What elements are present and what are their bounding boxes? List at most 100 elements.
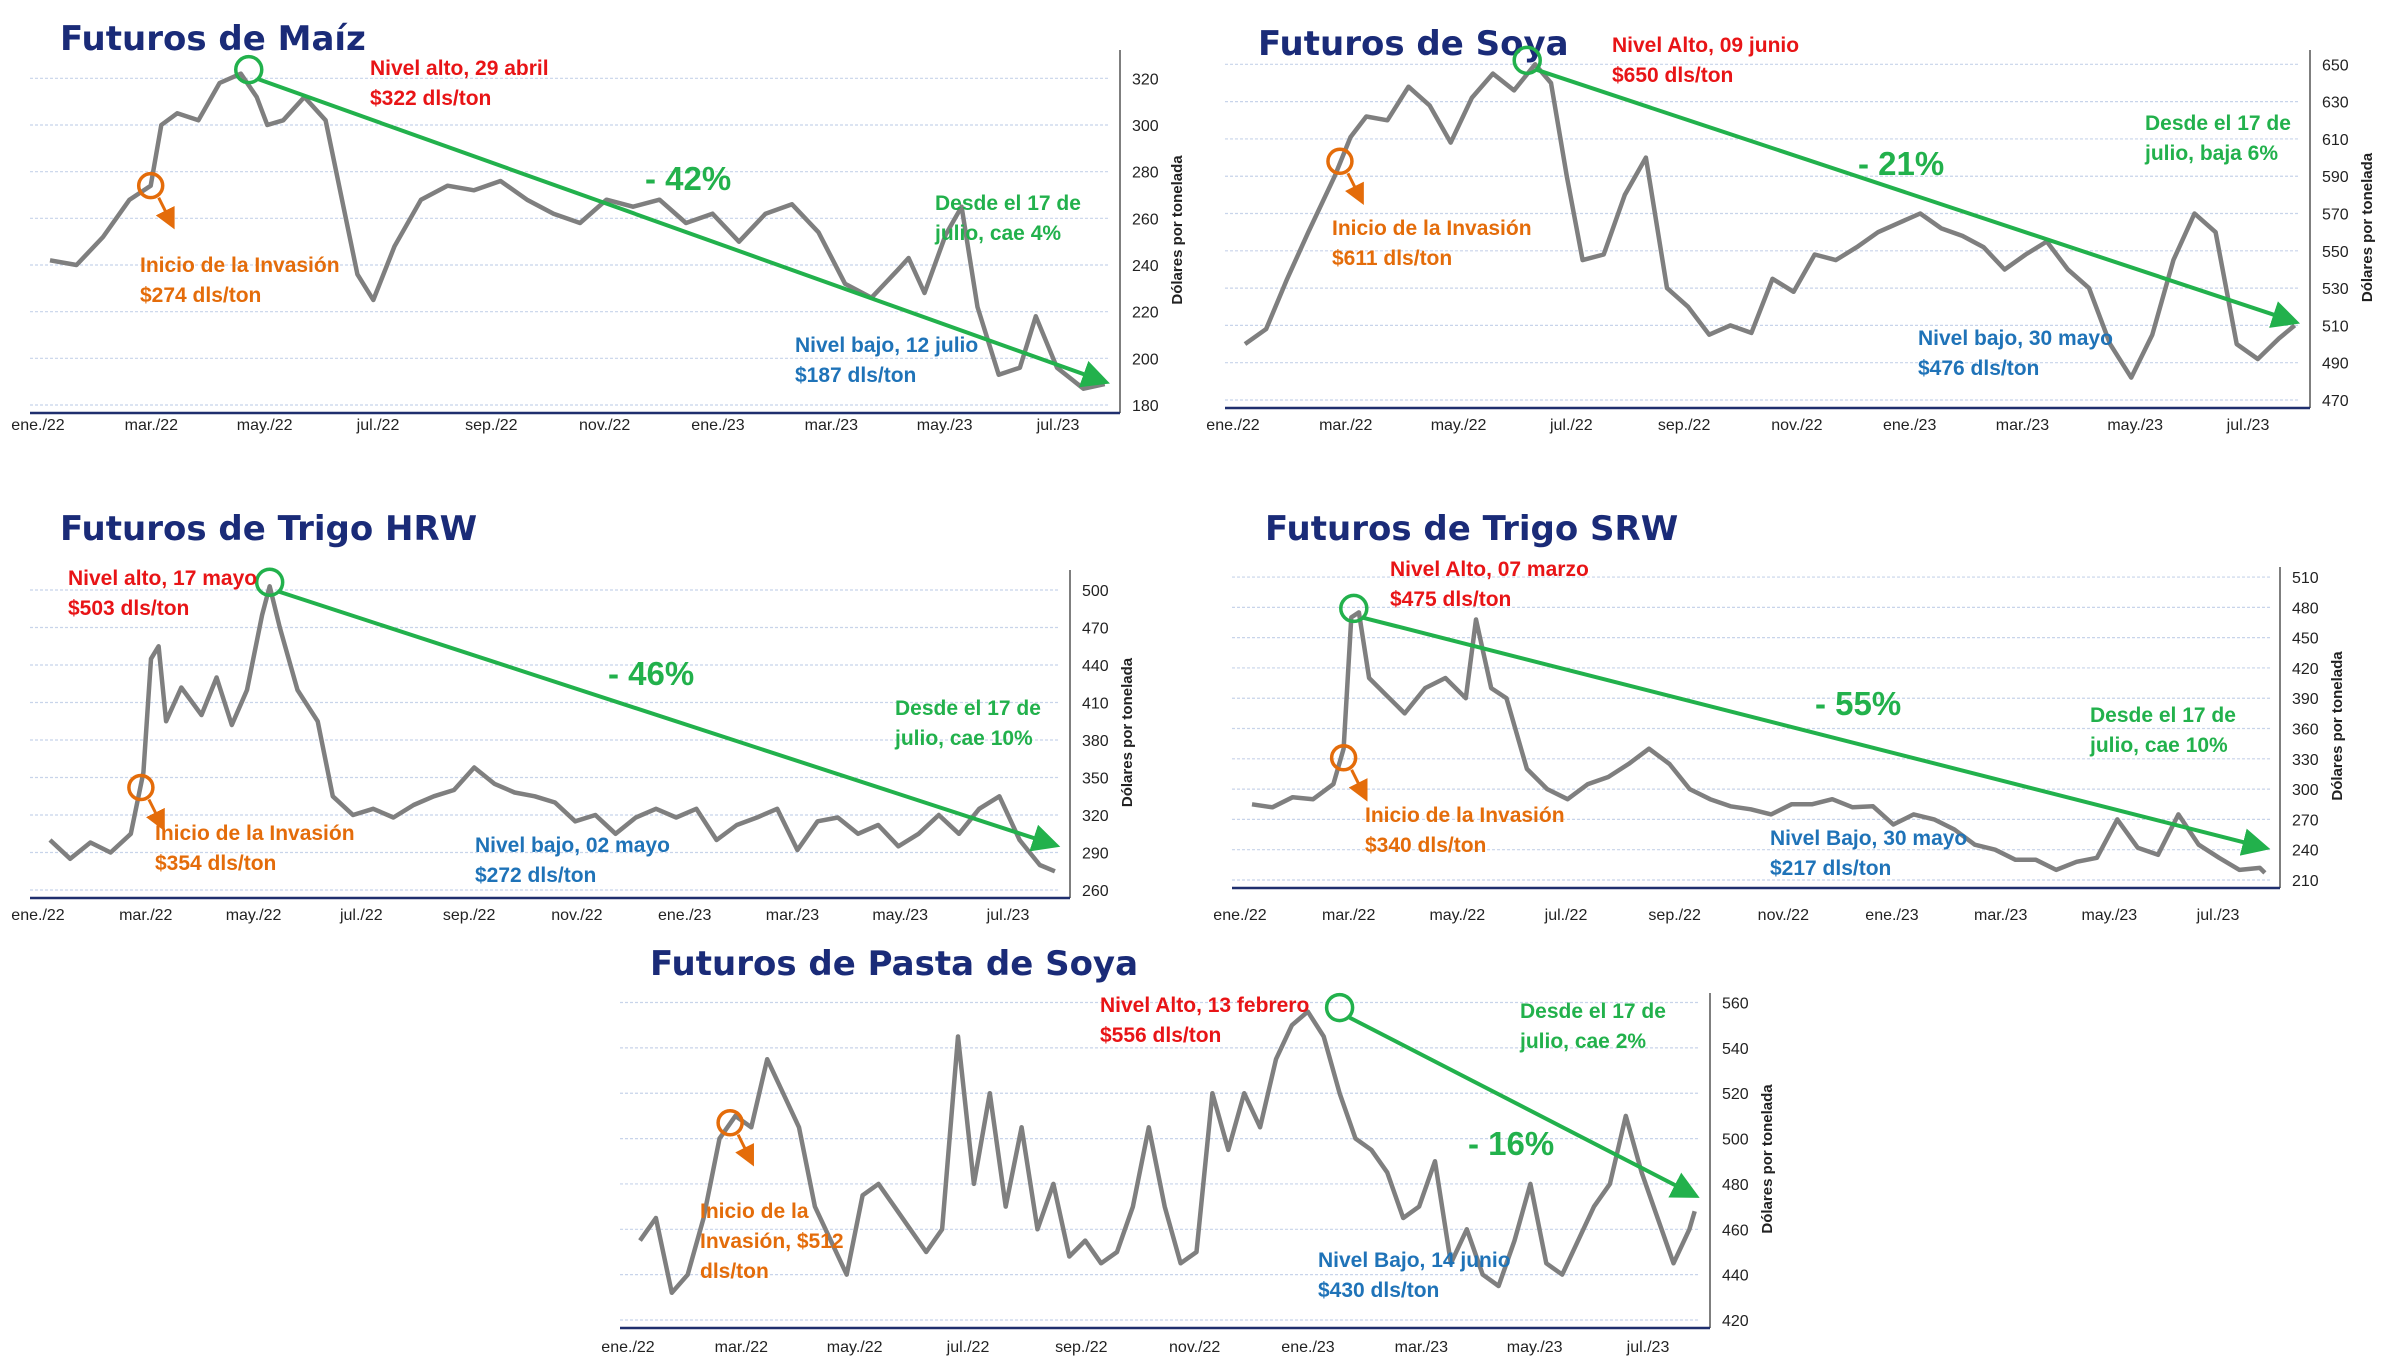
x-tick-label: may./23 [2107,417,2163,434]
x-tick-label: may./22 [1429,907,1485,924]
x-tick-label: mar./22 [119,907,172,924]
x-tick-label: mar./22 [1319,417,1372,434]
invasion-arrow [735,1134,754,1167]
x-tick-label: nov./22 [1771,417,1822,434]
y-tick-label: 280 [1132,165,1159,182]
x-tick-label: sep./22 [1658,417,1711,434]
y-tick-label: 300 [2292,782,2319,799]
y-tick-label: 590 [2322,169,2349,186]
y-tick-label: 610 [2322,132,2349,149]
invasion-label: $611 dls/ton [1332,247,1452,270]
invasion-arrow [145,798,165,832]
low-label: Nivel Bajo, 30 mayo [1770,827,1967,850]
y-tick-label: 480 [1722,1177,1749,1194]
x-tick-label: jul./23 [2196,907,2240,924]
y-axis-title: Dólares por tonelada [1759,1084,1776,1234]
x-tick-label: jul./23 [986,907,1030,924]
x-tick-label: ene./22 [1206,417,1259,434]
y-tick-label: 550 [2322,244,2349,261]
invasion-label: $274 dls/ton [140,284,261,307]
invasion-label: Invasión, $512 [700,1230,844,1253]
change-percent: - 42% [645,160,731,197]
x-tick-label: nov./22 [551,907,602,924]
y-tick-label: 520 [1722,1086,1749,1103]
x-tick-label: may./23 [917,417,973,434]
invasion-label: $340 dls/ton [1365,834,1486,857]
y-tick-label: 300 [1132,118,1159,135]
x-tick-label: jul./22 [946,1339,990,1356]
x-tick-label: mar./23 [1395,1339,1448,1356]
y-tick-label: 500 [1722,1132,1749,1149]
y-tick-label: 320 [1082,808,1109,825]
x-tick-label: ene./23 [1865,907,1918,924]
high-label: $556 dls/ton [1100,1024,1221,1047]
y-axis-title: Dólares por tonelada [1169,155,1186,305]
y-tick-label: 350 [1082,771,1109,788]
invasion-marker [1329,744,1358,772]
x-tick-label: sep./22 [1648,907,1701,924]
y-tick-label: 180 [1132,398,1159,415]
price-line [638,1009,1697,1296]
invasion-label: Inicio de la Invasión [1365,804,1565,827]
x-tick-label: jul./22 [1549,417,1593,434]
y-tick-label: 510 [2292,570,2319,587]
y-tick-label: 290 [1082,846,1109,863]
y-tick-label: 470 [1082,621,1109,638]
invasion-label: Inicio de la Invasión [155,822,355,845]
chart-panel-5: Futuros de Pasta de Soya4204404604805005… [601,944,1776,1356]
since-july-label: julio, cae 10% [2089,734,2228,757]
x-tick-label: jul./22 [339,907,383,924]
y-tick-label: 330 [2292,752,2319,769]
y-tick-label: 260 [1082,883,1109,900]
since-july-label: julio, cae 10% [894,727,1033,750]
x-tick-label: may./23 [872,907,928,924]
trend-arrow [256,76,1110,388]
y-axis-title: Dólares por tonelada [2329,651,2346,801]
y-tick-label: 420 [2292,661,2319,678]
y-tick-label: 570 [2322,207,2349,224]
high-label: Nivel Alto, 13 febrero [1100,994,1309,1017]
price-line [1251,610,2267,875]
since-july-label: Desde el 17 de [895,697,1041,720]
low-label: Nivel bajo, 12 julio [795,334,978,357]
x-tick-label: ene./23 [658,907,711,924]
y-tick-label: 490 [2322,356,2349,373]
chart-title: Futuros de Trigo SRW [1265,509,1678,549]
y-tick-label: 450 [2292,631,2319,648]
x-tick-label: may./22 [226,907,282,924]
x-tick-label: mar./23 [1996,417,2049,434]
x-tick-label: nov./22 [1169,1339,1220,1356]
y-tick-label: 470 [2322,393,2349,410]
y-tick-label: 260 [1132,211,1159,228]
y-tick-label: 410 [1082,696,1109,713]
since-july-label: Desde el 17 de [935,192,1081,215]
x-tick-label: jul./23 [1626,1339,1670,1356]
invasion-marker [136,171,165,200]
since-july-label: julio, cae 2% [1519,1030,1646,1053]
x-tick-label: ene./22 [601,1339,654,1356]
trend-arrow [277,589,1061,852]
chart-panel-1: Futuros de Maíz180200220240260280300320D… [11,19,1186,434]
x-tick-label: jul./23 [2226,417,2270,434]
x-tick-label: may./22 [237,417,293,434]
chart-panel-4: Futuros de Trigo SRW21024027030033036039… [1213,509,2346,924]
price-line [1243,62,2297,380]
price-line [49,71,1106,391]
high-marker [254,567,285,597]
y-axis-title: Dólares por tonelada [2359,152,2376,302]
x-tick-label: mar./23 [805,417,858,434]
x-tick-label: ene./23 [1281,1339,1334,1356]
change-percent: - 55% [1815,685,1901,722]
y-tick-label: 650 [2322,57,2349,74]
x-tick-label: nov./22 [1758,907,1809,924]
x-tick-label: ene./23 [1883,417,1936,434]
high-marker [1512,45,1542,76]
y-tick-label: 320 [1132,71,1159,88]
high-marker [234,54,264,85]
change-percent: - 21% [1858,145,1944,182]
since-july-label: Desde el 17 de [2145,112,2291,135]
change-percent: - 16% [1468,1125,1554,1162]
invasion-label: Inicio de la Invasión [140,254,340,277]
low-label: $430 dls/ton [1318,1279,1439,1302]
